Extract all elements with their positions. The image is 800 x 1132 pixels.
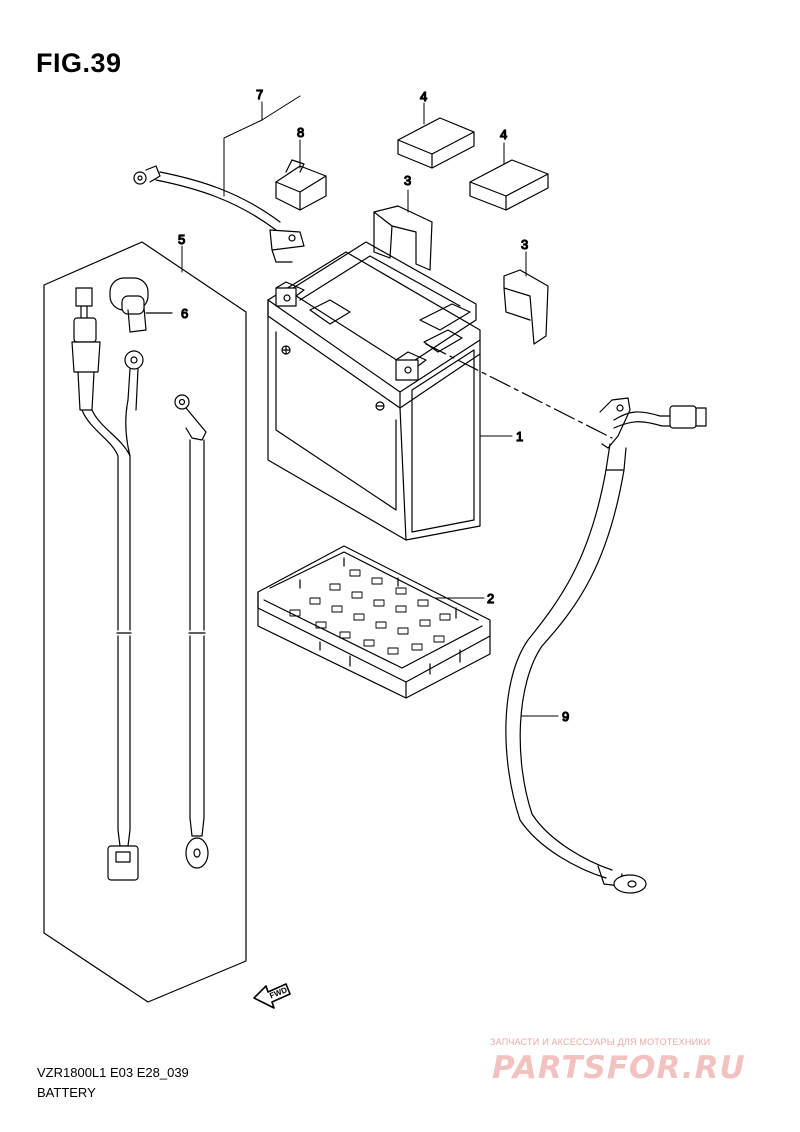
connection-line: [425, 343, 613, 439]
pad-part-a: [397, 117, 475, 169]
battery-part: [267, 241, 481, 541]
callout-2: 2: [487, 591, 494, 606]
harness-ring-terminal: [124, 350, 144, 457]
harness-box: [43, 241, 247, 1003]
callout-4a: 4: [420, 89, 427, 104]
callout-1: 1: [516, 429, 523, 444]
section-name: BATTERY: [37, 1085, 96, 1100]
terminal-cap-part: [109, 277, 173, 333]
callout-4b: 4: [500, 127, 507, 142]
leader-lines: [149, 95, 559, 717]
callout-3b: 3: [521, 237, 528, 252]
model-code: VZR1800L1 E03 E28_039: [37, 1065, 189, 1080]
harness-connector-wire: [71, 287, 139, 881]
terminal-cover-part: [275, 159, 327, 211]
callout-8: 8: [297, 125, 304, 140]
negative-cable: [505, 397, 707, 894]
positive-cable: [133, 165, 305, 263]
fwd-arrow-icon: FWD: [253, 983, 291, 1009]
bracket-part-a: [373, 205, 433, 271]
bracket-part-b: [503, 269, 549, 345]
ground-wire: [174, 394, 209, 869]
battery-tray-part: [257, 545, 491, 699]
watermark-tagline: ЗАПЧАСТИ И АКСЕССУАРЫ ДЛЯ МОТОТЕХНИКИ: [490, 1037, 711, 1047]
callout-3a: 3: [404, 173, 411, 188]
pad-part-b: [469, 159, 549, 211]
callout-6: 6: [181, 306, 188, 321]
watermark-logo: PARTSFOR.RU: [492, 1050, 746, 1086]
callout-5: 5: [178, 232, 185, 247]
callout-9: 9: [562, 709, 569, 724]
callout-7: 7: [256, 87, 263, 102]
figure-title: FIG.39: [36, 48, 122, 78]
